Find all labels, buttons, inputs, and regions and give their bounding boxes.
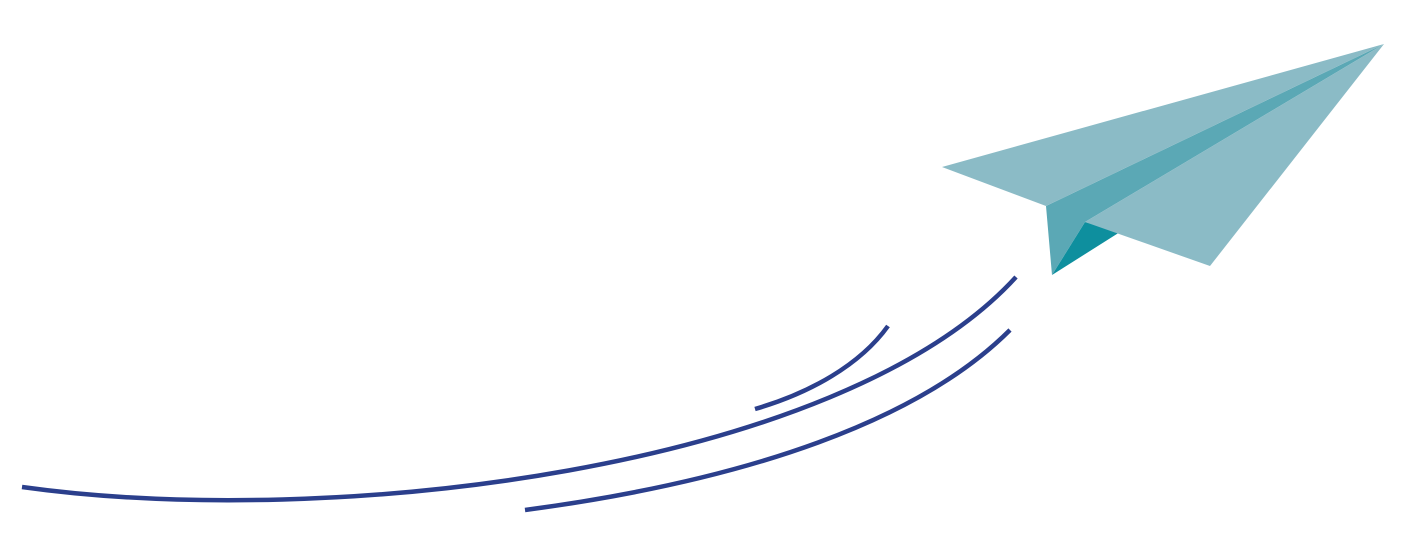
- motion-trail-long: [21, 275, 1018, 503]
- plane-right-wing: [1085, 44, 1384, 266]
- motion-trail-group: [21, 275, 1018, 513]
- motion-trail-lower: [524, 328, 1012, 513]
- motion-trail-short: [754, 324, 890, 412]
- plane-underside-fold: [1052, 222, 1120, 275]
- paper-plane-icon: [942, 44, 1384, 275]
- plane-left-wing: [942, 44, 1384, 206]
